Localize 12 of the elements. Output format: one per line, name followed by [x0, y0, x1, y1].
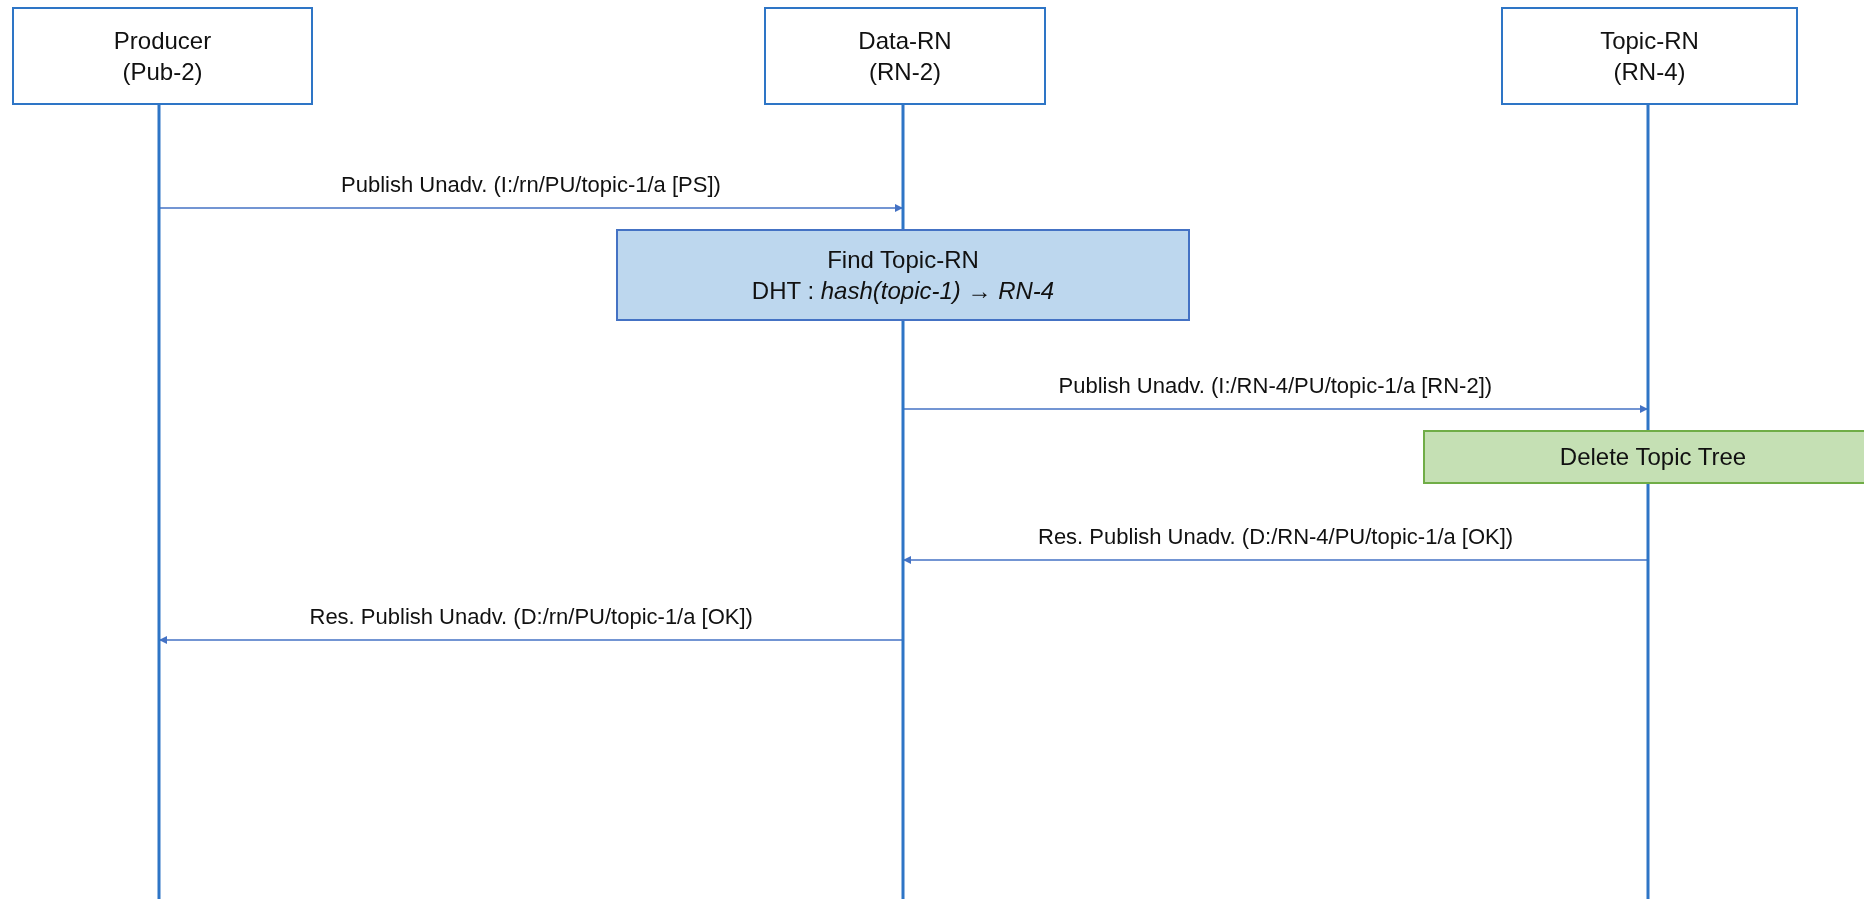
box-text: Find Topic-RN [827, 244, 979, 275]
participant-name: Producer (Pub-2) [112, 25, 213, 87]
message-arrow [158, 204, 904, 212]
box-text: Delete Topic Tree [1559, 442, 1747, 473]
message-arrow [902, 405, 1649, 413]
message-arrow [158, 636, 904, 644]
box-text: DHT : hash(topic-1) → RN-4 [751, 276, 1055, 306]
participant-name: Data-RN (RN-2) [857, 25, 953, 87]
message-arrow [902, 556, 1649, 564]
participant-name: Topic-RN (RN-4) [1599, 25, 1700, 87]
process-box [616, 229, 1190, 321]
process-box [1423, 430, 1864, 484]
